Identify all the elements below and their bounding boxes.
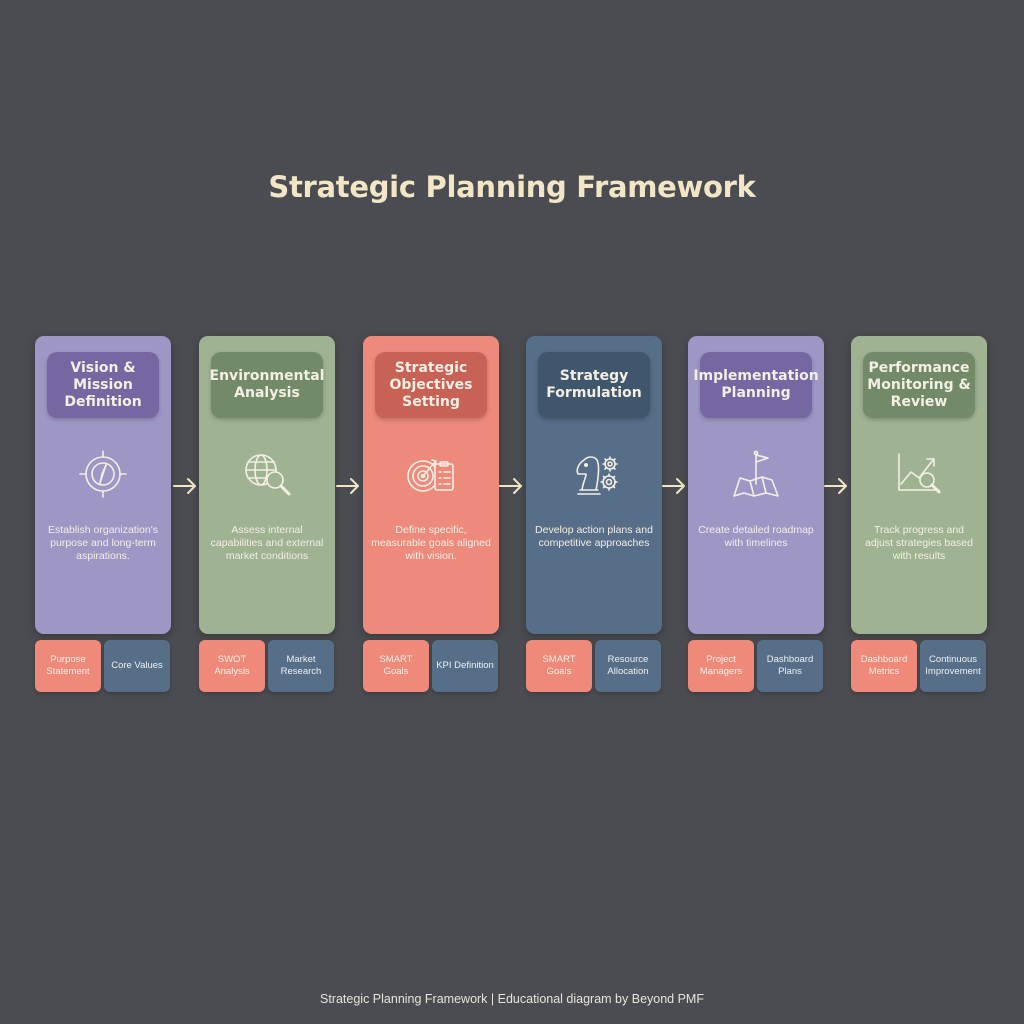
arrow-right-icon [497,474,525,498]
stage-heading: Environmental Analysis [210,352,324,418]
stage-description: Define specific, measurable goals aligne… [371,524,491,562]
stage-description: Assess internal capabilities and externa… [210,524,324,562]
tag-continuous-improvement: Continuous Improvement [920,640,986,692]
stage-card-objectives: Strategic Objectives Setting Define spec… [363,336,499,634]
arrow-right-icon [822,474,850,498]
stage-heading: Strategic Objectives Setting [375,352,487,418]
arrow-right-icon [660,474,688,498]
stage-description: Create detailed roadmap with timelines [698,524,814,549]
arrow-right-icon [334,474,362,498]
map-flag-icon [726,444,786,504]
stage-card-environment: Environmental Analysis Assess internal c… [199,336,335,634]
stage-card-formulation: Strategy Formulation Develop action plan… [526,336,662,634]
stage-card-vision: Vision & Mission Definition Establish or… [35,336,171,634]
stage-description: Track progress and adjust strategies bas… [865,524,973,562]
tag-project-managers: Project Managers [688,640,754,692]
stage-heading: Strategy Formulation [538,352,650,418]
compass-icon [73,444,133,504]
tag-resource-allocation: Resource Allocation [595,640,661,692]
tag-swot-analysis: SWOT Analysis [199,640,265,692]
target-checklist-icon [401,444,461,504]
stage-heading: Implementation Planning [693,352,819,418]
page-title: Strategic Planning Framework [268,170,756,204]
tag-dashboard-metrics: Dashboard Metrics [851,640,917,692]
tag-purpose-statement: Purpose Statement [35,640,101,692]
globe-magnifier-icon [237,444,297,504]
tag-kpi-definition: KPI Definition [432,640,498,692]
stage-card-monitoring: Performance Monitoring & Review Track pr… [851,336,987,634]
stage-card-implementation: Implementation Planning Create detailed … [688,336,824,634]
tag-smart-goals: SMART Goals [526,640,592,692]
chart-magnifier-icon [889,444,949,504]
tag-core-values: Core Values [104,640,170,692]
arrow-right-icon [171,474,199,498]
stage-heading: Vision & Mission Definition [47,352,159,418]
tag-dashboard-plans: Dashboard Plans [757,640,823,692]
stage-description: Establish organization's purpose and lon… [48,524,158,562]
footer-caption: Strategic Planning Framework | Education… [320,992,704,1006]
stage-heading: Performance Monitoring & Review [863,352,975,418]
stage-description: Develop action plans and competitive app… [535,524,653,549]
tag-smart-goals: SMART Goals [363,640,429,692]
tag-market-research: Market Research [268,640,334,692]
chess-knight-gears-icon [564,444,624,504]
